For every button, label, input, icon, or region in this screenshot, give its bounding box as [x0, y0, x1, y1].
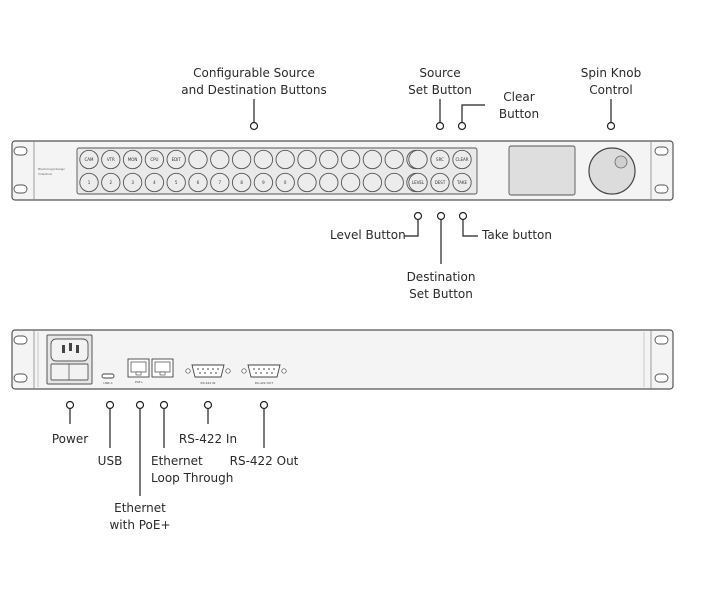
src-button-label: SRC [436, 157, 444, 162]
source-button-5-label: EDIT [172, 157, 182, 162]
destination-button-8[interactable] [231, 172, 252, 193]
svg-text:USB-C: USB-C [103, 381, 112, 385]
front-callout-lines [249, 99, 616, 264]
destination-button-14[interactable] [362, 172, 383, 193]
svg-text:PoE+: PoE+ [135, 380, 143, 384]
rs422-in-port-icon: RS-422 IN [185, 364, 231, 385]
source-button-3-label: MON [128, 157, 138, 162]
destination-button-1[interactable] [79, 172, 99, 193]
callout-configurable-buttons: Configurable Source and Destination Butt… [181, 66, 327, 97]
source-button-17[interactable] [408, 149, 428, 170]
spin-knob-dimple [614, 155, 628, 169]
clear-button[interactable] [452, 149, 472, 170]
usb-c-port-icon: USB-C [101, 373, 115, 385]
callout-rs422-in: RS-422 In [178, 432, 238, 446]
source-button-9[interactable] [253, 149, 274, 170]
callout-destination-set-button: Destination Set Button [406, 270, 476, 301]
callout-take-button: Take button [482, 228, 552, 242]
destination-button-15[interactable] [384, 172, 404, 193]
rs422-out-port-icon: RS-422 OUT [241, 364, 287, 385]
destination-button-13[interactable] [340, 172, 361, 193]
destination-button-2-label: 2 [110, 180, 113, 185]
destination-button-4[interactable] [144, 172, 165, 193]
source-button-3[interactable] [122, 149, 143, 170]
svg-text:RS-422 IN: RS-422 IN [201, 381, 216, 385]
lcd-screen [508, 145, 576, 196]
destination-button-7[interactable] [210, 172, 230, 193]
rack-hole-icon [13, 335, 28, 345]
level-button-label: LEVEL [412, 180, 425, 185]
front-panel: Blackmagicdesign Videohub CAM VTR MON CPU ED… [11, 140, 674, 201]
clear-button-label: CLEAR [455, 157, 468, 162]
src-button[interactable] [430, 149, 450, 170]
rear-callout-lines [65, 400, 269, 496]
destination-button-10[interactable] [275, 172, 295, 193]
destination-button-4-label: 4 [153, 180, 156, 185]
destination-button-5-label: 5 [175, 180, 178, 185]
rear-panel: USB-C PoE+ RS-422 IN [11, 329, 674, 390]
svg-text:RS-422 OUT: RS-422 OUT [255, 381, 273, 385]
destination-button-11[interactable] [297, 172, 317, 193]
rack-hole-icon [654, 184, 669, 194]
destination-button-9-label: 9 [262, 180, 265, 185]
callout-ethernet-poe: Ethernet with PoE+ [109, 501, 171, 532]
source-button-4-label: CPU [150, 157, 158, 162]
callout-power: Power [51, 432, 89, 446]
source-button-5[interactable] [166, 149, 186, 170]
source-button-14[interactable] [362, 149, 383, 170]
source-button-2-label: VTR [107, 157, 115, 162]
rack-hole-icon [13, 184, 28, 194]
level-button[interactable] [408, 172, 428, 193]
callout-rs422-out: RS-422 Out [229, 454, 299, 468]
source-button-10[interactable] [275, 149, 295, 170]
source-button-15[interactable] [384, 149, 404, 170]
destination-button-12[interactable] [319, 172, 339, 193]
destination-button-6[interactable] [188, 172, 208, 193]
destination-button-5[interactable] [166, 172, 186, 193]
destination-button-1-label: 1 [88, 180, 91, 185]
destination-button-2[interactable] [101, 172, 121, 193]
destination-button-9[interactable] [253, 172, 274, 193]
source-button-1-label: CAM [85, 157, 95, 162]
destination-button-7-label: 7 [219, 180, 222, 185]
callout-clear-button: Clear Button [498, 90, 540, 121]
brand-text: Blackmagicdesign [38, 167, 65, 171]
destination-button-6-label: 6 [197, 180, 200, 185]
power-socket-icon [46, 334, 93, 385]
source-button-2[interactable] [101, 149, 121, 170]
callout-source-set-button: Source Set Button [408, 66, 472, 97]
destination-button-10-label: 0 [284, 180, 287, 185]
source-button-6[interactable] [188, 149, 208, 170]
callout-usb: USB [97, 454, 123, 468]
rack-hole-icon [13, 146, 28, 156]
source-button-12[interactable] [319, 149, 339, 170]
rack-hole-icon [654, 373, 669, 383]
source-button-7[interactable] [210, 149, 230, 170]
rack-hole-icon [654, 146, 669, 156]
take-button[interactable] [452, 172, 472, 193]
dest-button[interactable] [430, 172, 450, 193]
source-button-11[interactable] [297, 149, 317, 170]
dest-button-label: DEST [435, 180, 446, 185]
destination-button-3-label: 3 [131, 180, 134, 185]
source-button-4[interactable] [144, 149, 165, 170]
callout-ethernet-loop-through: Ethernet Loop Through [151, 454, 234, 485]
destination-button-8-label: 8 [240, 180, 243, 185]
rack-hole-icon [654, 335, 669, 345]
callout-level-button: Level Button [330, 228, 406, 242]
take-button-label: TAKE [456, 180, 467, 185]
source-button-8[interactable] [231, 149, 252, 170]
model-text: Videohub [38, 172, 52, 176]
button-grid: CAM VTR MON CPU EDIT 1 2 3 4 5 6 7 8 9 0 SRC CLEAR LEVEL D… [79, 149, 472, 193]
ethernet-ports-icon: PoE+ [127, 358, 174, 384]
destination-button-3[interactable] [122, 172, 143, 193]
callout-spin-knob: Spin Knob Control [580, 66, 642, 97]
rack-hole-icon [13, 373, 28, 383]
source-button-1[interactable] [79, 149, 99, 170]
spin-knob[interactable] [588, 147, 636, 195]
source-button-13[interactable] [340, 149, 361, 170]
